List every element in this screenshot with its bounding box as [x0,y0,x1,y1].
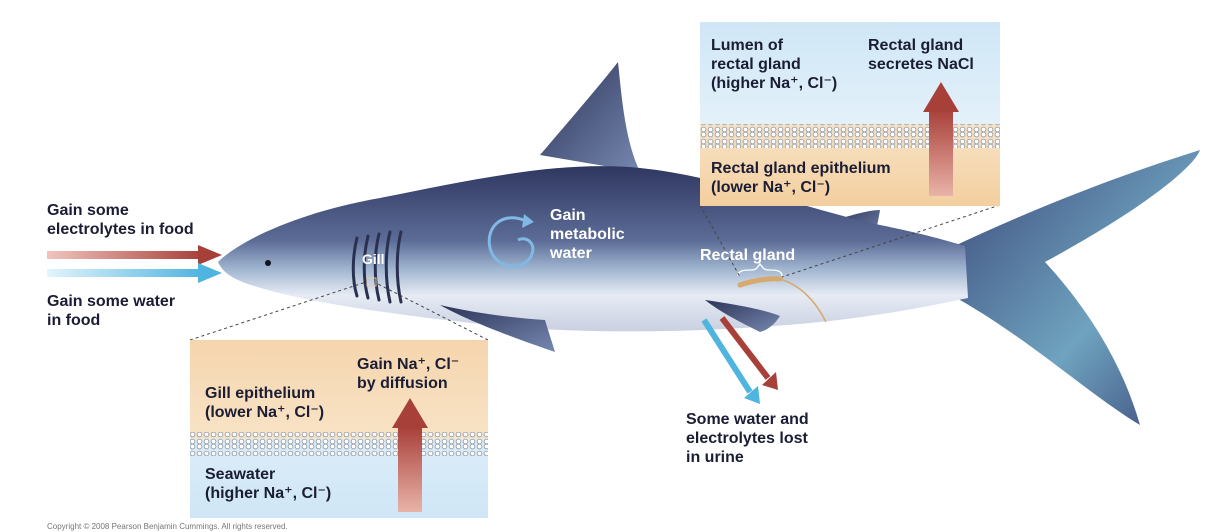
electrolyte-food-arrow-shaft [47,251,202,259]
rectal-epithelium-label: Rectal gland epithelium (lower Na⁺, Cl⁻) [711,160,891,196]
urine-label: Some water and electrolytes lost in urin… [686,411,809,466]
water-food-arrow-head [198,263,222,283]
rectal-secretes-label: Rectal gland secretes NaCl [868,37,974,73]
rectal-duct [779,278,827,323]
shark-body [218,166,968,332]
gill-slits [351,230,403,304]
metabolic-water-icon [487,216,535,268]
gain-water-food-label: Gain some water in food [47,293,176,329]
gill-epithelium-label: Gill epithelium (lower Na⁺, Cl⁻) [205,385,325,421]
water-food-arrow-shaft [47,269,202,277]
dorsal-fin [540,62,640,172]
gill-inset [190,340,488,518]
rectal-gland [737,276,783,288]
pelvic-fin [705,300,780,332]
seawater-label: Seawater (higher Na⁺, Cl⁻) [205,466,332,502]
pectoral-fin [440,305,555,352]
gill-label: Gill [362,251,385,267]
gill-marker [366,277,377,287]
rectal-gland-bracket [737,263,783,277]
gain-electrolytes-food-label: Gain some electrolytes in food [47,202,194,238]
metabolic-water-label: Gain metabolic water [550,207,625,262]
rectal-gland-label: Rectal gland [700,247,796,264]
rectal-lumen-label: Lumen of rectal gland (higher Na⁺, Cl⁻) [711,37,838,92]
gill-gain-label: Gain Na⁺, Cl⁻ by diffusion [357,356,460,392]
electrolyte-food-arrow-head [198,245,222,265]
rectal-gland-inset [700,22,1000,206]
caudal-fin [950,150,1200,425]
copyright-text: Copyright © 2008 Pearson Benjamin Cummin… [47,522,288,531]
urine-arrows [701,316,778,404]
eye-icon [265,260,271,266]
